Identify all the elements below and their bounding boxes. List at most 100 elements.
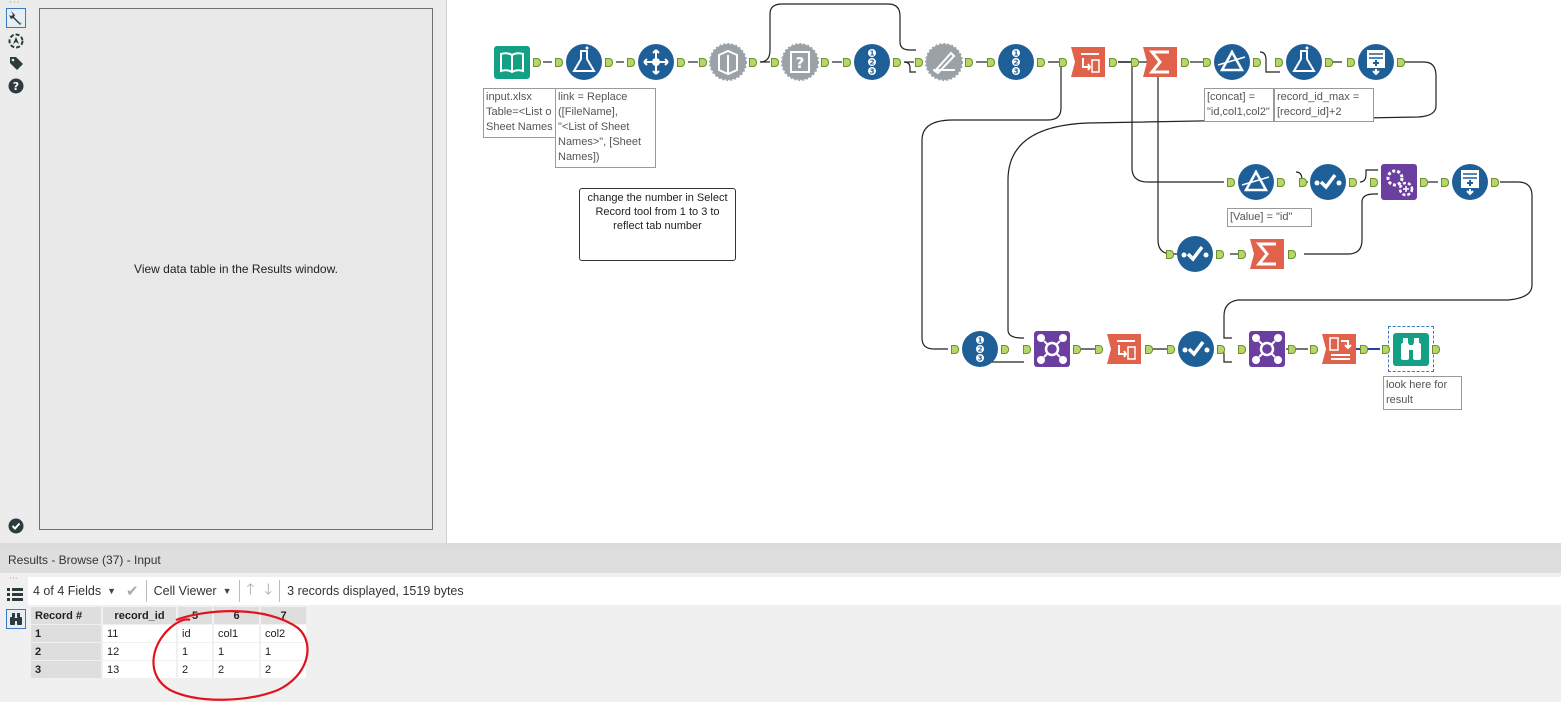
input-anchor[interactable] (915, 58, 923, 67)
compass-icon[interactable] (6, 31, 26, 51)
column-header[interactable]: 5 (178, 607, 212, 624)
output-anchor[interactable] (1397, 58, 1405, 67)
output-anchor[interactable] (1349, 178, 1357, 187)
formula-tool-2[interactable] (1285, 43, 1323, 81)
help-icon[interactable]: ? (6, 76, 26, 96)
output-anchor[interactable] (1420, 178, 1428, 187)
output-anchor[interactable] (1217, 345, 1225, 354)
output-anchor[interactable] (1288, 345, 1296, 354)
input-anchor[interactable] (843, 58, 851, 67)
output-anchor[interactable] (1325, 58, 1333, 67)
table-cell[interactable]: col2 (261, 625, 306, 642)
transpose-tool[interactable] (1069, 43, 1107, 81)
column-header[interactable]: Record # (31, 607, 101, 624)
input-anchor[interactable] (1059, 58, 1067, 67)
input-anchor[interactable] (1347, 58, 1355, 67)
table-row[interactable]: 1 11 id col1 col2 (31, 625, 306, 642)
output-anchor[interactable] (1491, 178, 1499, 187)
append-fields-tool-2[interactable] (1451, 163, 1489, 201)
output-anchor[interactable] (1277, 178, 1285, 187)
select-tool[interactable] (637, 43, 675, 81)
input-anchor[interactable] (699, 58, 707, 67)
input-anchor[interactable] (1131, 58, 1139, 67)
binoculars-icon[interactable] (6, 609, 26, 629)
append-fields-tool[interactable] (1357, 43, 1395, 81)
scroll-up-button[interactable]: 🡑 (242, 577, 260, 605)
input-anchor[interactable] (1370, 178, 1378, 187)
input-anchor[interactable] (627, 58, 635, 67)
input-data-tool[interactable] (493, 43, 531, 81)
browse-tool[interactable] (1388, 326, 1434, 372)
cell-viewer-dropdown[interactable]: Cell Viewer▼ (153, 584, 232, 598)
output-anchor[interactable] (1288, 250, 1296, 259)
panel-grip[interactable]: ··· (9, 0, 21, 8)
input-anchor[interactable] (1299, 178, 1307, 187)
select-records-tool[interactable] (1309, 163, 1347, 201)
table-cell[interactable]: 13 (103, 661, 176, 678)
output-anchor[interactable] (533, 58, 541, 67)
table-cell[interactable]: 2 (178, 661, 212, 678)
test-tool[interactable]: ? (781, 43, 819, 81)
panel-grip[interactable]: ··· (9, 574, 18, 584)
input-anchor[interactable] (1238, 250, 1246, 259)
output-anchor[interactable] (1181, 58, 1189, 67)
column-header[interactable]: 7 (261, 607, 306, 624)
apply-check-button[interactable]: ✔ (121, 577, 144, 605)
panel-splitter[interactable] (0, 543, 1561, 549)
table-cell[interactable]: id (178, 625, 212, 642)
summarize-tool[interactable] (1141, 43, 1179, 81)
output-anchor[interactable] (1360, 345, 1368, 354)
output-anchor[interactable] (893, 58, 901, 67)
table-cell[interactable]: 1 (214, 643, 259, 660)
output-anchor[interactable] (1253, 58, 1261, 67)
output-anchor[interactable] (821, 58, 829, 67)
output-anchor[interactable] (965, 58, 973, 67)
input-anchor[interactable] (1227, 178, 1235, 187)
input-anchor[interactable] (771, 58, 779, 67)
dynamic-input-tool[interactable] (709, 43, 747, 81)
input-anchor[interactable] (1441, 178, 1449, 187)
summarize-tool-2[interactable] (1248, 235, 1286, 273)
scroll-down-button[interactable]: 🡓 (259, 577, 277, 605)
table-cell[interactable]: 11 (103, 625, 176, 642)
comment-box[interactable]: change the number in Select Record tool … (579, 188, 736, 261)
table-cell[interactable]: 12 (103, 643, 176, 660)
output-anchor[interactable] (1216, 250, 1224, 259)
input-anchor[interactable] (1275, 58, 1283, 67)
input-anchor[interactable] (1238, 345, 1246, 354)
input-anchor[interactable] (1167, 345, 1175, 354)
filter-tool-2[interactable] (1237, 163, 1275, 201)
column-header[interactable]: record_id (103, 607, 176, 624)
output-anchor[interactable] (1001, 345, 1009, 354)
input-anchor[interactable] (1023, 345, 1031, 354)
select-records-tool-3[interactable] (1177, 330, 1215, 368)
output-anchor[interactable] (605, 58, 613, 67)
table-row[interactable]: 3 13 2 2 2 (31, 661, 306, 678)
output-anchor[interactable] (1145, 345, 1153, 354)
join-tool[interactable] (1033, 330, 1071, 368)
transpose-tool-2[interactable] (1105, 330, 1143, 368)
table-row[interactable]: 2 12 1 1 1 (31, 643, 306, 660)
select-records-tool-2[interactable] (1176, 235, 1214, 273)
filter-tool[interactable] (1213, 43, 1251, 81)
output-anchor[interactable] (1073, 345, 1081, 354)
formula-tool[interactable] (565, 43, 603, 81)
table-cell[interactable]: 1 (261, 643, 306, 660)
output-anchor[interactable] (1037, 58, 1045, 67)
crosstab-tool[interactable] (1320, 330, 1358, 368)
output-anchor[interactable] (749, 58, 757, 67)
input-anchor[interactable] (987, 58, 995, 67)
table-cell[interactable]: col1 (214, 625, 259, 642)
join-tool-2[interactable] (1248, 330, 1286, 368)
output-anchor[interactable] (1109, 58, 1117, 67)
fields-dropdown[interactable]: 4 of 4 Fields▼ (33, 584, 117, 598)
wrench-icon[interactable] (6, 8, 26, 28)
input-anchor[interactable] (1203, 58, 1211, 67)
tag-icon[interactable] (6, 53, 26, 73)
input-anchor[interactable] (555, 58, 563, 67)
table-cell[interactable]: 2 (214, 661, 259, 678)
